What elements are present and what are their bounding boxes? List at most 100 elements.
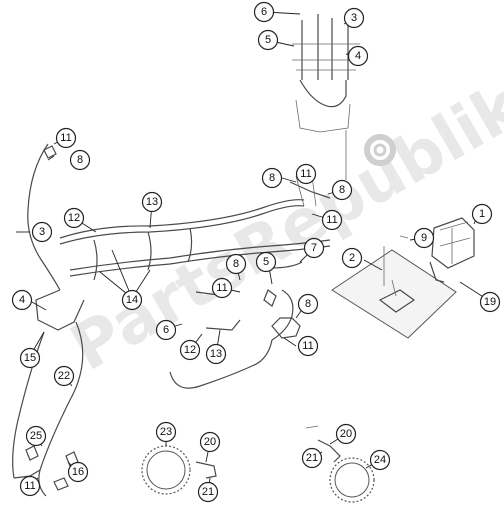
callout-15: 15 [19,347,41,369]
callout-number: 3 [351,12,357,24]
callout-number: 20 [204,436,216,448]
callout-number: 19 [484,296,496,308]
callout-circle [303,237,325,259]
callout-number: 14 [126,294,138,306]
callout-circle [347,45,369,67]
callout-number: 5 [263,256,269,268]
callout-number: 6 [261,6,267,18]
abs-mounting-plate [331,249,457,339]
gear-icon [364,134,396,166]
callout-number: 24 [374,454,386,466]
abs-unit [431,217,475,269]
callout-20: 20 [335,423,357,445]
callout-13: 13 [205,343,227,365]
callout-number: 13 [210,348,222,360]
callout-number: 11 [216,282,227,294]
callout-11: 11 [295,163,317,185]
callout-circle [55,127,77,149]
callout-6: 6 [155,319,177,341]
callout-number: 11 [24,480,35,492]
callout-circle [335,423,357,445]
callout-circle [301,447,323,469]
callout-circle [413,227,435,249]
callout-6: 6 [253,1,275,23]
callout-circle [261,167,283,189]
callout-number: 15 [24,352,36,364]
callout-number: 4 [19,294,25,306]
callout-circle [205,343,227,365]
callout-1: 1 [471,203,493,225]
callout-8: 8 [261,167,283,189]
callout-8: 8 [297,293,319,315]
callout-circle [471,203,493,225]
callout-circle [31,221,53,243]
callout-circle [255,251,277,273]
callout-circle [197,481,219,503]
callout-number: 22 [58,370,70,382]
callout-12: 12 [179,339,201,361]
callout-11: 11 [321,209,343,231]
callout-number: 12 [68,212,80,224]
callout-number: 11 [326,214,337,226]
callout-11: 11 [19,475,41,497]
callout-circle [63,207,85,229]
callout-number: 12 [184,344,196,356]
callout-number: 2 [349,252,355,264]
callout-13: 13 [141,191,163,213]
callout-circle [155,421,177,443]
callout-16: 16 [67,461,89,483]
callout-25: 25 [25,425,47,447]
callout-circle [19,475,41,497]
callout-circle [257,29,279,51]
callout-circle [341,247,363,269]
callout-11: 11 [211,277,233,299]
callout-22: 22 [53,365,75,387]
callout-number: 6 [163,324,169,336]
callout-number: 11 [302,340,313,352]
callout-21: 21 [301,447,323,469]
callout-5: 5 [257,29,279,51]
callout-number: 7 [311,242,317,254]
sensor-ring-front [141,445,191,495]
callout-number: 16 [72,466,84,478]
callout-3: 3 [343,7,365,29]
callout-circle [253,1,275,23]
callout-12: 12 [63,207,85,229]
callout-circle [369,449,391,471]
callout-8: 8 [331,179,353,201]
callout-8: 8 [225,253,247,275]
callout-circle [199,431,221,453]
callout-24: 24 [369,449,391,471]
callout-21: 21 [197,481,219,503]
callout-number: 8 [269,172,275,184]
callout-11: 11 [55,127,77,149]
callout-number: 11 [60,132,71,144]
callout-number: 8 [305,298,311,310]
callout-3: 3 [31,221,53,243]
callout-circle [297,335,319,357]
callout-number: 25 [30,430,42,442]
callout-number: 21 [202,486,214,498]
callout-7: 7 [303,237,325,259]
callout-circle [121,289,143,311]
callout-circle [211,277,233,299]
callout-circle [321,209,343,231]
callout-circle [297,293,319,315]
callout-number: 13 [146,196,158,208]
callout-circle [25,425,47,447]
callout-number: 11 [300,168,311,180]
callout-4: 4 [11,289,33,311]
callout-2: 2 [341,247,363,269]
callout-number: 9 [421,232,427,244]
callout-number: 3 [39,226,45,238]
callout-circle [155,319,177,341]
callout-number: 8 [77,154,83,166]
callout-number: 21 [306,452,318,464]
callout-number: 8 [233,258,239,270]
parts-drawing [12,14,475,503]
callout-circle [225,253,247,275]
callout-number: 4 [355,50,361,62]
sensor-ring-rear [329,457,375,503]
callout-5: 5 [255,251,277,273]
